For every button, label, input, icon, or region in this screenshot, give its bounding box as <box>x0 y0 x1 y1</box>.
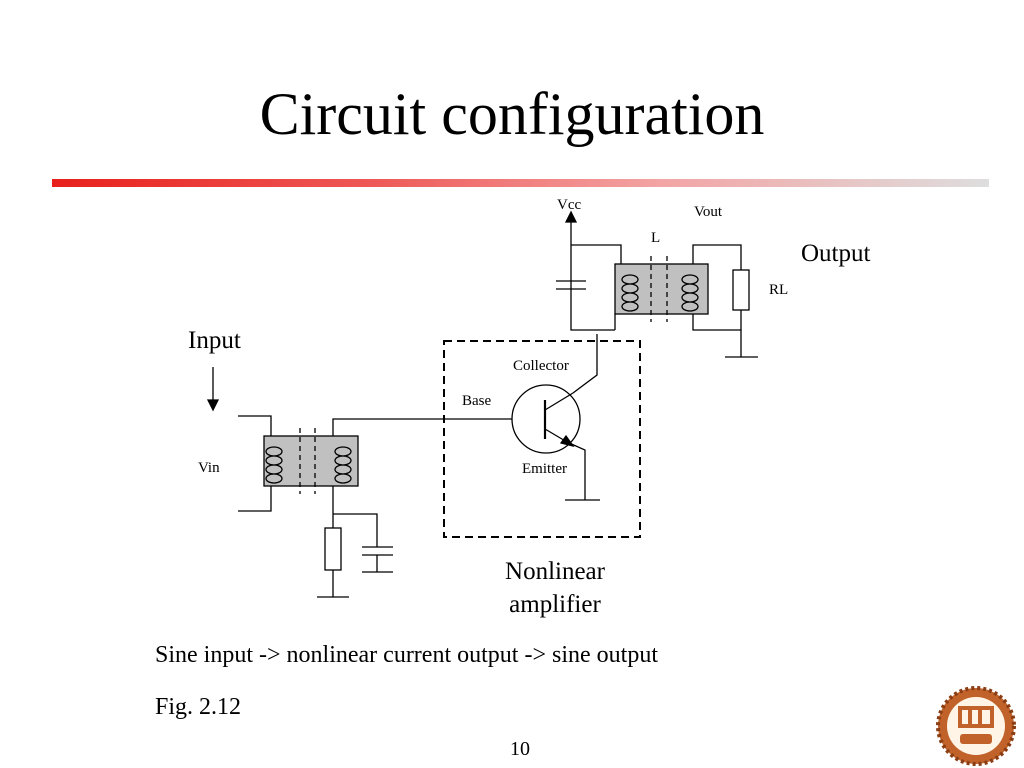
transistor-collector-leg <box>544 392 574 411</box>
slide-title: Circuit configuration <box>259 81 765 147</box>
page-number: 10 <box>510 738 530 760</box>
slide-caption: Sine input -> nonlinear current output -… <box>155 642 658 668</box>
output-transformer <box>614 256 709 322</box>
collector-wire <box>572 334 598 394</box>
bias-cap-wire <box>333 513 378 547</box>
primary-bottom-lead <box>238 486 272 512</box>
base-wire <box>332 418 545 436</box>
output-label: Output <box>801 240 871 267</box>
tank-top-wire <box>571 244 622 264</box>
base-label: Base <box>462 393 492 409</box>
input-label: Input <box>188 327 241 354</box>
inductor-label: L <box>651 230 661 246</box>
vcc-label: Vcc <box>557 197 582 213</box>
amplifier-label-line2: amplifier <box>509 591 601 618</box>
title-divider-bar <box>52 179 989 187</box>
load-top-wire <box>692 244 742 270</box>
primary-top-lead <box>238 415 272 436</box>
amplifier-label-line1: Nonlinear <box>505 558 605 585</box>
vout-label: Vout <box>694 204 723 220</box>
emitter-wire <box>566 441 586 500</box>
nonlinear-amplifier-box <box>443 340 641 538</box>
input-transformer <box>263 428 359 494</box>
emitter-label: Emitter <box>522 461 567 477</box>
vin-label: Vin <box>198 460 220 476</box>
input-arrow-icon <box>206 399 220 412</box>
vcc-arrow-icon <box>564 210 578 223</box>
bias-resistor <box>324 527 342 571</box>
tank-left-wire <box>570 245 615 331</box>
load-bottom-wire <box>692 310 742 331</box>
collector-label: Collector <box>513 358 569 374</box>
load-label: RL <box>769 282 789 298</box>
load-resistor <box>732 269 750 311</box>
figure-label: Fig. 2.12 <box>155 694 242 720</box>
university-seal-logo <box>936 686 1016 766</box>
